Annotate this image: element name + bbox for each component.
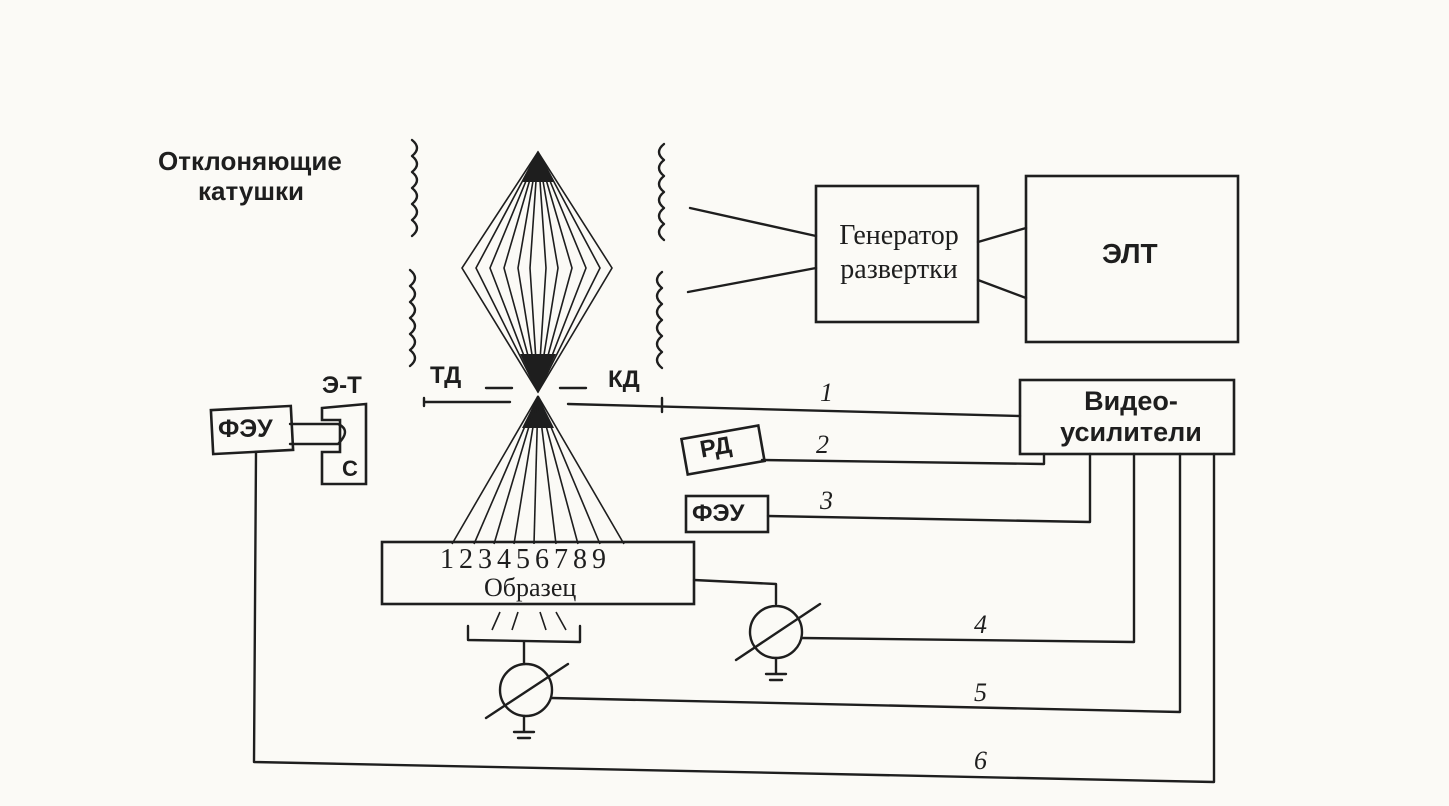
scan-generator-label: Генератор развертки	[826, 222, 972, 284]
channel-6-number: 6	[974, 746, 987, 775]
coils-label: Отклоняющие катушки	[158, 148, 342, 204]
scan-generator-label-line-2: развертки	[840, 254, 958, 285]
crt-box	[1024, 174, 1240, 344]
td-wire	[422, 396, 512, 408]
kd-wire	[566, 402, 1022, 418]
channel-2-wire	[760, 452, 1046, 466]
sample-box	[380, 540, 696, 606]
channel-5-wire	[550, 452, 1182, 714]
beam-apex-top	[522, 152, 554, 182]
pmt-right-label: ФЭУ	[692, 500, 745, 527]
scan-generator-box	[814, 184, 980, 324]
td-label: ТД	[430, 362, 462, 389]
crt-label: ЭЛТ	[1102, 238, 1158, 269]
transmitted-plate	[466, 624, 582, 644]
pmt-right-box	[684, 494, 770, 534]
channel-6-wire	[252, 450, 1216, 784]
beam-crossover	[520, 354, 556, 392]
kd-label: КД	[608, 366, 640, 393]
sample-label: Образец	[484, 573, 577, 602]
et-label: Э-Т	[322, 372, 362, 399]
transmitted-current-meter	[498, 662, 554, 718]
pmt-left-box	[209, 404, 295, 456]
light-guide	[288, 422, 347, 446]
deflection-coil-left-lower	[408, 268, 417, 368]
channel-4-number: 4	[974, 610, 987, 639]
channel-4-wire	[800, 452, 1136, 644]
coils-label-line-1: Отклоняющие	[158, 146, 342, 176]
coils-label-line-2: катушки	[198, 176, 304, 206]
coil-wire-lower	[686, 266, 818, 294]
et-detector-box	[320, 402, 368, 486]
video-amplifiers-label-line-2: усилители	[1060, 417, 1202, 447]
c-label: С	[342, 456, 358, 481]
deflection-coil-right-upper	[657, 142, 666, 242]
electron-beam-lower	[451, 395, 625, 545]
deflection-coil-right-lower	[655, 270, 664, 370]
video-amplifiers-label-line-1: Видео-	[1084, 386, 1178, 416]
coil-wire-upper	[688, 206, 818, 238]
video-amplifiers-box	[1018, 378, 1236, 456]
rd-detector-box	[679, 423, 767, 477]
channel-3-number: 3	[820, 486, 833, 515]
electron-beam-upper	[461, 150, 613, 394]
video-amplifiers-label: Видео- усилители	[1036, 388, 1226, 446]
channel-2-number: 2	[816, 430, 829, 459]
channel-5-number: 5	[974, 678, 987, 707]
deflection-coil-left-upper	[410, 138, 419, 238]
pmt-left-label: ФЭУ	[218, 415, 273, 443]
channel-3-wire	[766, 452, 1092, 524]
sample-numbers: 1 2 3 4 5 6 7 8 9	[440, 544, 606, 575]
rd-label: РД	[697, 431, 734, 464]
scan-generator-label-line-1: Генератор	[839, 220, 959, 251]
channel-1-number: 1	[820, 378, 833, 407]
